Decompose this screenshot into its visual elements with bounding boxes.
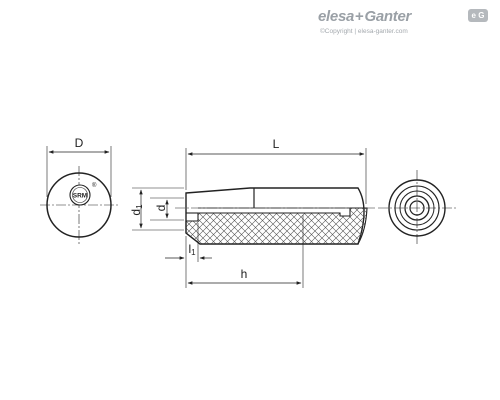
brand-badge-icon: e G (468, 9, 488, 22)
dimension-label-L: L (273, 137, 280, 151)
brand-plus: + (355, 8, 364, 25)
brand-name-left: elesa (318, 8, 355, 25)
brand-logo: elesa+Ganter e G ©Copyright | elesa-gant… (318, 8, 494, 42)
srm-emblem-icon: SRM ® (69, 182, 97, 206)
side-view-handle (175, 187, 375, 245)
dimension-d: d (150, 197, 184, 221)
dimension-label-l1: l1 (188, 242, 196, 257)
end-view-right (378, 170, 456, 246)
brand-name: elesa+Ganter (318, 8, 411, 25)
dimension-L: L (185, 137, 367, 204)
registered-mark: ® (92, 182, 97, 189)
dimension-d1: d1 (129, 187, 184, 231)
dimension-label-d1: d1 (129, 204, 144, 216)
brand-copyright: ©Copyright | elesa-ganter.com (320, 28, 408, 35)
srm-emblem-text: SRM (73, 193, 87, 200)
end-view-left: SRM ® D (40, 136, 118, 244)
dimension-l1: l1 (165, 223, 212, 262)
dimension-label-h: h (241, 267, 248, 281)
dimension-h: h (185, 215, 304, 288)
dimension-label-d: d (154, 205, 168, 212)
brand-name-right: Ganter (364, 8, 412, 25)
dimension-label-D: D (75, 136, 84, 150)
